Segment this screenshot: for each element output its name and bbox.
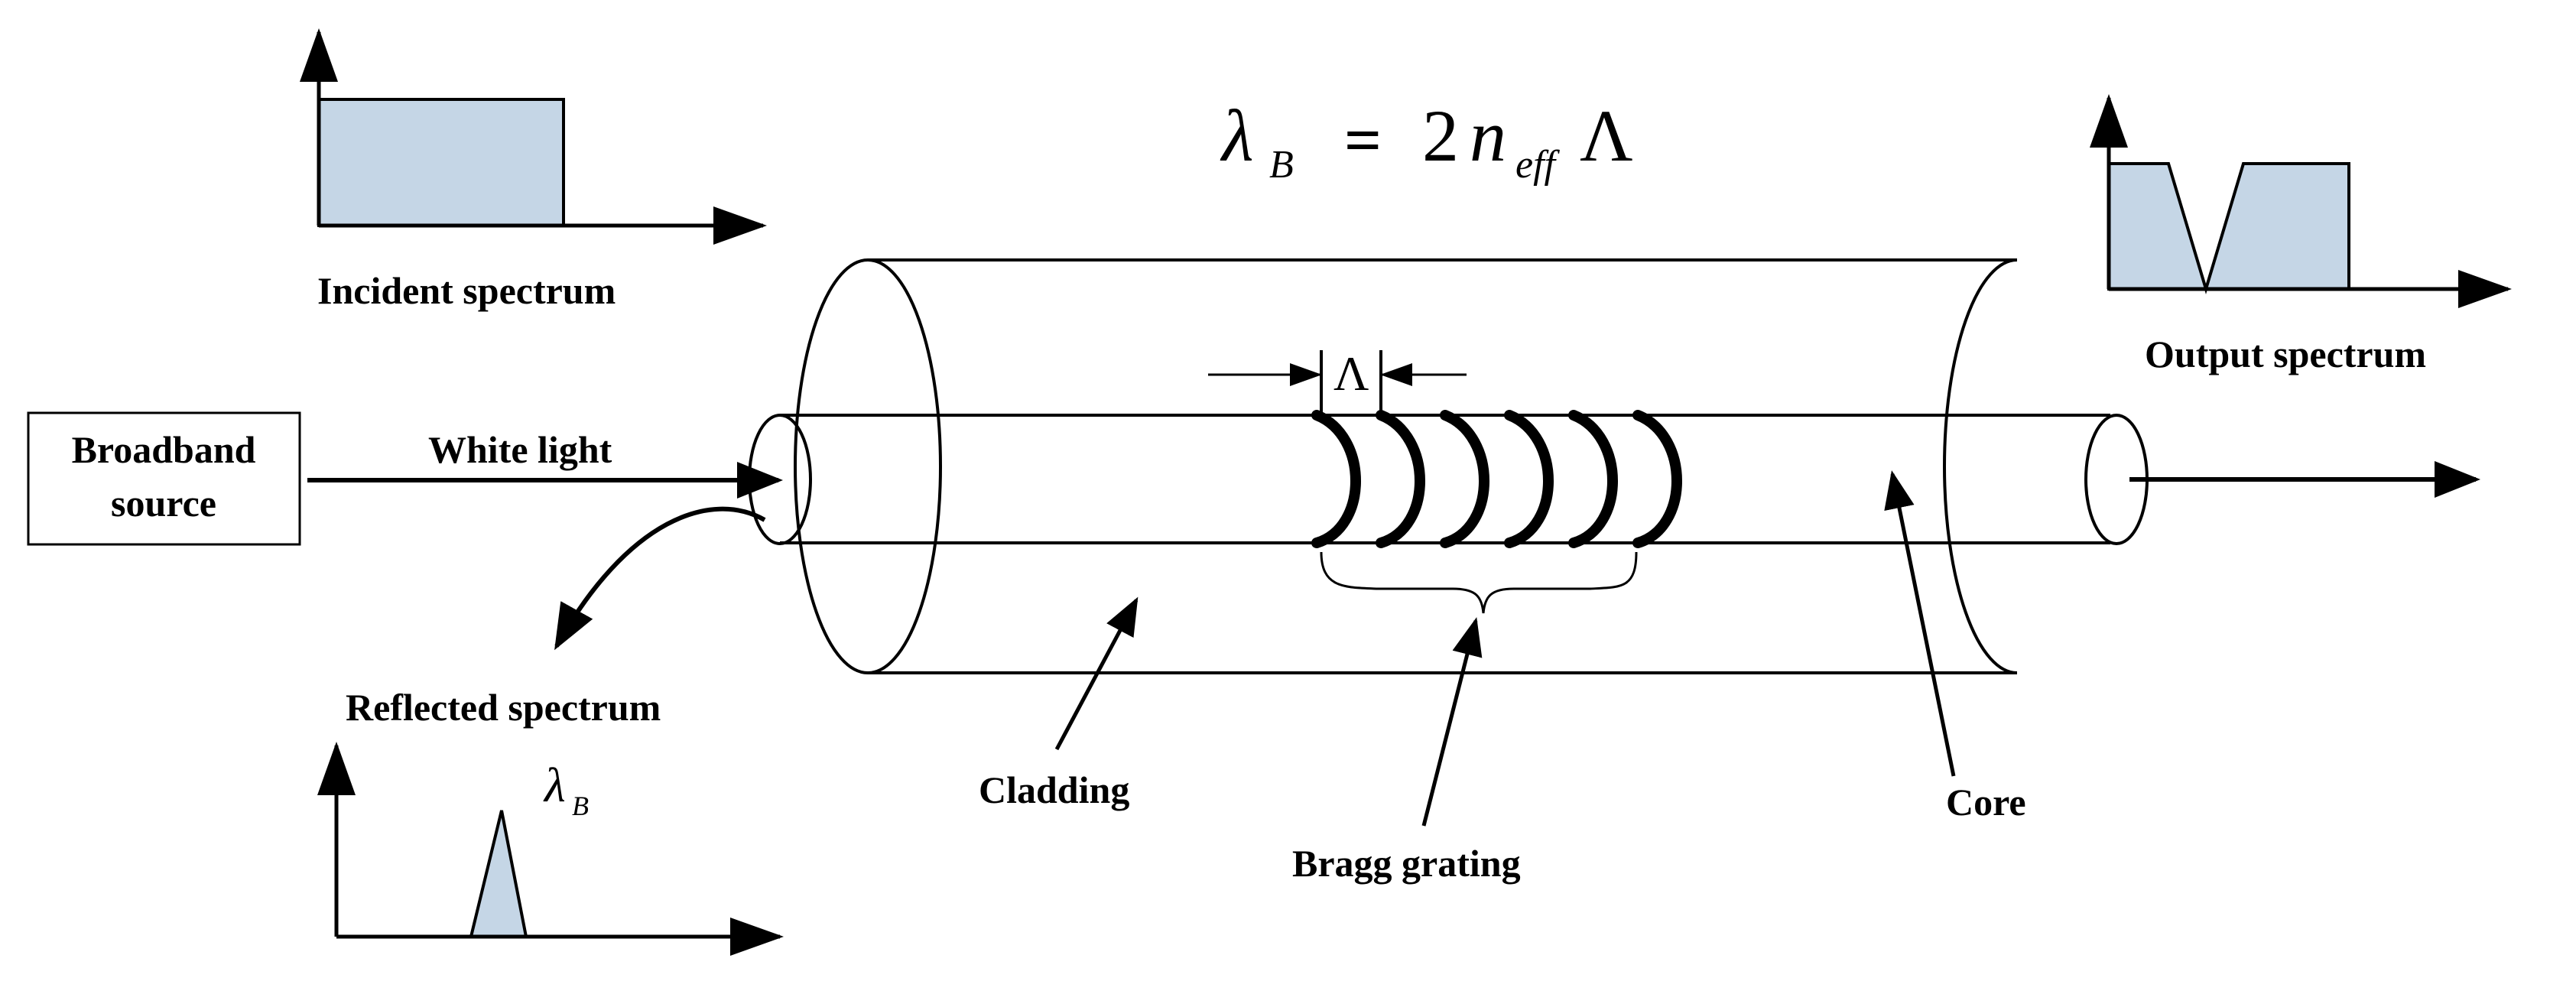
incident-spectrum-band bbox=[317, 98, 565, 227]
equation-period: Λ bbox=[1580, 95, 1633, 177]
incident-spectrum-label: Incident spectrum bbox=[317, 269, 616, 312]
equation-lambda-sub: B bbox=[1269, 143, 1294, 187]
reflected-arrow bbox=[554, 506, 766, 651]
output-spectrum-band bbox=[2107, 162, 2350, 294]
period-indicator: Λ bbox=[1208, 346, 1467, 417]
equation-lambda: λ bbox=[1220, 95, 1254, 177]
equation-n-sub: eff bbox=[1515, 143, 1561, 187]
equation-equals: = bbox=[1344, 103, 1382, 177]
grating-ring-3 bbox=[1440, 410, 1489, 548]
cladding-arrow bbox=[1054, 596, 1139, 751]
bragg-grating-arrow bbox=[1421, 617, 1483, 827]
reflected-lambda: λ bbox=[543, 758, 566, 812]
grating-ring-6 bbox=[1632, 410, 1682, 548]
grating-ring-4 bbox=[1504, 410, 1554, 548]
broadband-source-box bbox=[27, 411, 301, 546]
bragg-equation: λ B = 2 n eff Λ bbox=[1220, 95, 1633, 187]
fiber-core bbox=[748, 414, 2149, 545]
bragg-grating-rings bbox=[1311, 410, 1682, 548]
core-label: Core bbox=[1946, 781, 2026, 823]
output-spectrum-graph: Output spectrum bbox=[2090, 94, 2512, 375]
core-arrow bbox=[1884, 470, 1956, 777]
equation-n: n bbox=[1470, 95, 1506, 177]
equation-two: 2 bbox=[1422, 95, 1459, 177]
reflected-lambda-sub: B bbox=[572, 791, 589, 821]
incident-spectrum-graph: Incident spectrum bbox=[300, 28, 767, 312]
broadband-source-line1: Broadband bbox=[72, 428, 256, 471]
grating-ring-5 bbox=[1568, 410, 1618, 548]
broadband-source: Broadband source bbox=[27, 411, 301, 546]
grating-ring-2 bbox=[1376, 410, 1425, 548]
core-left-end bbox=[748, 414, 812, 545]
cladding-right-end bbox=[1943, 258, 2018, 674]
broadband-source-line2: source bbox=[111, 482, 216, 525]
output-spectrum-label: Output spectrum bbox=[2145, 333, 2426, 375]
grating-ring-1 bbox=[1311, 410, 1361, 548]
fiber-cladding bbox=[794, 258, 2018, 674]
white-light-label: White light bbox=[428, 428, 612, 471]
reflected-spectrum-label: Reflected spectrum bbox=[346, 686, 661, 729]
period-symbol: Λ bbox=[1333, 346, 1369, 401]
reflected-spectrum-peak bbox=[469, 810, 528, 938]
cladding-label: Cladding bbox=[979, 768, 1129, 811]
grating-brace bbox=[1320, 551, 1638, 614]
cladding-left-end bbox=[794, 258, 942, 674]
reflected-spectrum-graph: λ B Reflected spectrum bbox=[317, 686, 784, 956]
bragg-grating-label: Bragg grating bbox=[1292, 842, 1521, 885]
